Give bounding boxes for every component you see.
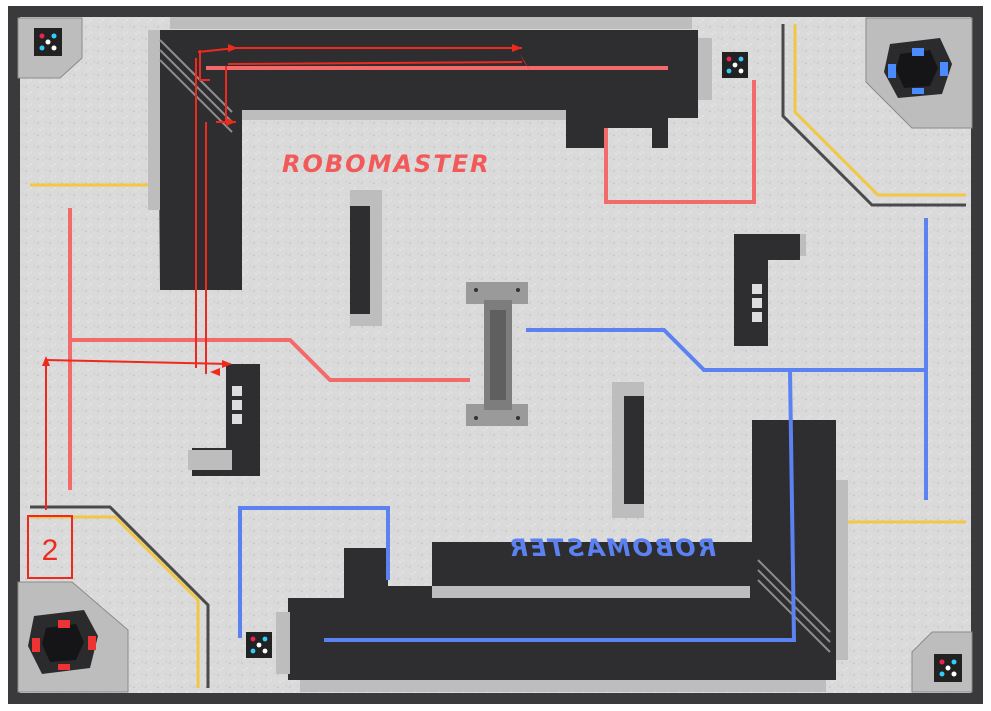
red-robot-icon [28,610,98,674]
qr-marker-icon [34,28,62,56]
logo-red: ROBOMASTER [282,150,491,178]
blue-robot-icon [884,38,952,98]
wall-right-vertical [612,382,644,518]
wall-left-vertical [350,190,382,326]
logo-blue: ROBOMASTER [507,534,716,562]
qr-marker-icon [934,654,962,682]
qr-marker-icon [722,52,748,78]
qr-marker-icon [246,632,272,658]
route-label: 2 [42,534,59,567]
